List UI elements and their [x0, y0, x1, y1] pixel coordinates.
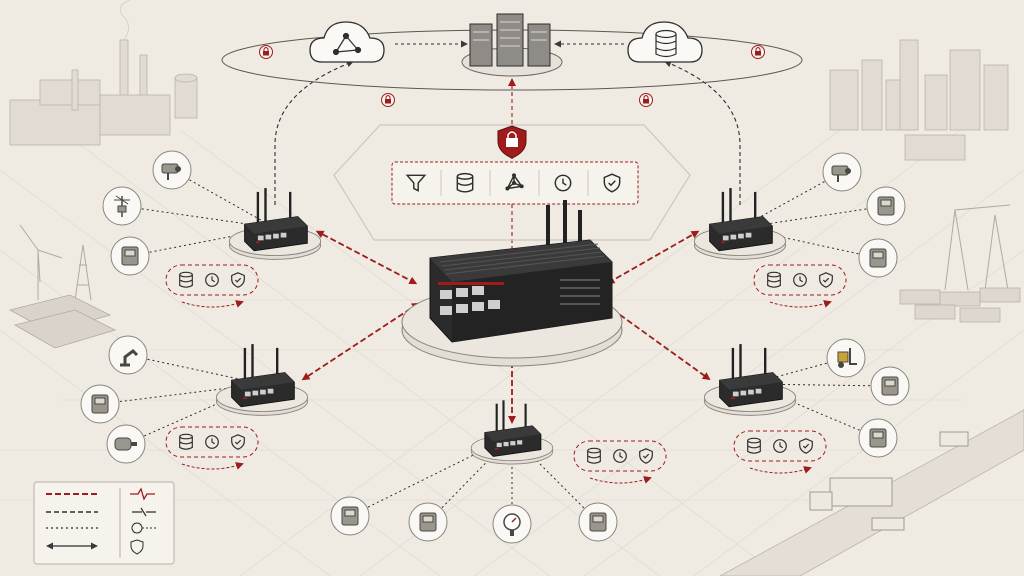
plc-module-icon[interactable] — [81, 385, 119, 423]
robot-arm-icon[interactable] — [109, 336, 147, 374]
wind-turbine — [20, 225, 91, 300]
hvac-unit-icon[interactable] — [859, 419, 897, 457]
hub-link-edge-top-left — [317, 232, 415, 283]
storage-cloud[interactable] — [628, 22, 702, 62]
clock-icon — [794, 274, 807, 287]
node-function-group-3 — [734, 431, 826, 473]
padlock-icon — [640, 94, 653, 107]
node-function-group-1 — [754, 265, 846, 307]
factory-skyline — [10, 0, 197, 145]
padlock-icon — [260, 46, 273, 59]
hub-link-edge-bottom-left — [303, 304, 418, 379]
shield-icon — [640, 449, 653, 463]
clock-icon — [774, 440, 787, 453]
database-icon — [180, 434, 193, 449]
node-function-group-2 — [166, 427, 258, 469]
weather-station-icon[interactable] — [103, 187, 141, 225]
server-rack-icon — [470, 14, 550, 66]
clock-icon — [614, 450, 627, 463]
containers — [900, 288, 1020, 322]
cloud-uplink — [275, 62, 352, 205]
node-function-group-4 — [574, 441, 666, 483]
city-skyline — [830, 40, 1008, 160]
legend — [34, 482, 174, 564]
database-icon — [768, 272, 781, 287]
edge-bottom-left[interactable] — [216, 344, 307, 415]
central-hub — [334, 125, 690, 366]
cloud-uplink — [666, 62, 740, 205]
database-icon — [588, 448, 601, 463]
electric-motor-icon[interactable] — [107, 425, 145, 463]
shield-icon — [232, 435, 245, 449]
industrial-gateway-icon[interactable] — [430, 200, 612, 342]
clock-icon — [206, 436, 219, 449]
solar-panels — [10, 295, 115, 348]
shipping-cranes — [945, 205, 1010, 290]
shield-lock-icon — [498, 126, 526, 158]
analytics-cloud[interactable] — [310, 22, 384, 62]
security-camera-icon[interactable] — [153, 151, 191, 189]
temperature-probe-icon[interactable] — [579, 503, 617, 541]
handheld-scanner-icon[interactable] — [871, 367, 909, 405]
pressure-gauge-icon[interactable] — [493, 505, 531, 543]
edge-top-right[interactable] — [694, 188, 785, 259]
power-meter-icon[interactable] — [331, 497, 369, 535]
shield-icon — [800, 439, 813, 453]
data-center[interactable] — [462, 14, 562, 76]
edge-top-left[interactable] — [229, 188, 320, 259]
padlock-icon — [382, 94, 395, 107]
dome-camera-icon[interactable] — [823, 153, 861, 191]
clock-icon — [206, 274, 219, 287]
node-function-group-0 — [166, 265, 258, 307]
database-icon — [748, 438, 761, 453]
forklift-icon[interactable] — [827, 339, 865, 377]
database-icon — [180, 272, 193, 287]
padlock-icon — [752, 46, 765, 59]
proximity-sensor-icon[interactable] — [111, 237, 149, 275]
shield-icon — [232, 273, 245, 287]
flow-valve-icon[interactable] — [409, 503, 447, 541]
control-cabinet-icon[interactable] — [867, 187, 905, 225]
shield-icon — [820, 273, 833, 287]
wireless-sensor-icon[interactable] — [859, 239, 897, 277]
database-icon — [656, 31, 676, 57]
edge-bottom-right[interactable] — [704, 344, 795, 415]
